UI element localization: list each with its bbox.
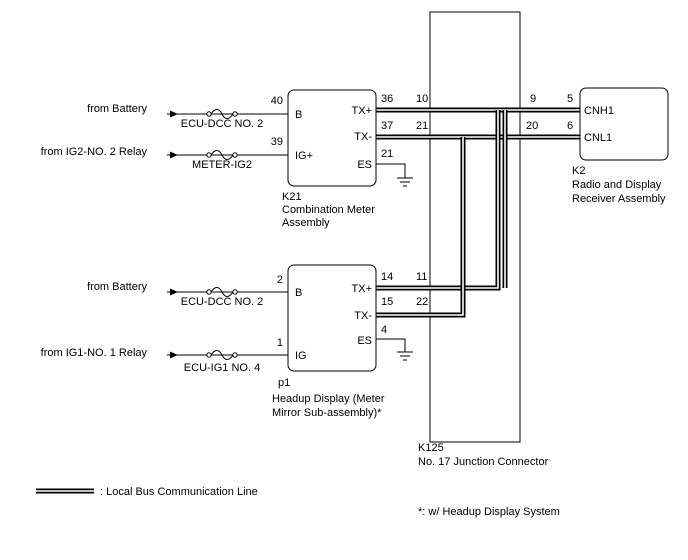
k125-pin-number: 20: [526, 120, 538, 132]
pin-number: 1: [277, 337, 283, 349]
pin-label: TX+: [352, 105, 372, 117]
ground-icon: [397, 177, 413, 187]
footnote: *: w/ Headup Display System: [418, 506, 560, 518]
source-label: from Battery: [87, 103, 147, 115]
k21-combination-meter-box: [287, 89, 377, 187]
arrow-icon: [170, 288, 178, 296]
bus-lines: [375, 107, 580, 318]
ground-icon: [397, 351, 413, 361]
k21-pin-labels: B IG+ TX+ TX- ES: [295, 105, 372, 171]
k125-code: K125: [418, 442, 444, 454]
p1-battery-circuit: from Battery ECU-DCC NO. 2 2: [87, 274, 288, 308]
bus-p1-txp: [375, 110, 501, 291]
k2-pin-number: 5: [567, 93, 573, 105]
pin-number: 21: [381, 148, 393, 160]
pin-number: 40: [271, 95, 283, 107]
fuse-icon: [210, 350, 234, 360]
k125-pin-number: 22: [416, 296, 428, 308]
p1-headup-display-box: [287, 264, 377, 372]
source-label: from IG1-NO. 1 Relay: [41, 347, 148, 359]
k2-pin-label: CNL1: [584, 132, 612, 144]
legend-label: : Local Bus Communication Line: [100, 486, 258, 498]
arrow-icon: [170, 110, 178, 118]
fuse-label: ECU-IG1 NO. 4: [184, 362, 260, 374]
source-label: from Battery: [87, 281, 147, 293]
pin-label: IG: [295, 350, 307, 362]
terminal-icon: [206, 352, 212, 358]
pin-label: IG+: [295, 150, 313, 162]
terminal-icon: [206, 152, 212, 158]
p1-name-line1: Headup Display (Meter: [272, 393, 385, 405]
p1-code: p1: [278, 377, 290, 389]
k2-name-line2: Receiver Assembly: [572, 193, 666, 205]
fuse-label: ECU-DCC NO. 2: [181, 118, 264, 130]
k2-radio-receiver-box: [579, 87, 669, 161]
k125-pin-number: 9: [530, 93, 536, 105]
pin-label: ES: [357, 159, 372, 171]
fuse-icon: [210, 287, 234, 297]
arrow-icon: [170, 151, 178, 159]
pin-number: 14: [381, 271, 393, 283]
terminal-icon: [206, 289, 212, 295]
terminal-icon: [232, 152, 238, 158]
pin-label: TX-: [354, 310, 372, 322]
pin-number: 39: [271, 136, 283, 148]
k21-name-line2: Assembly: [282, 217, 330, 229]
terminal-icon: [206, 111, 212, 117]
p1-ground: [376, 338, 413, 361]
pin-number: 2: [277, 274, 283, 286]
p1-ig-circuit: from IG1-NO. 1 Relay ECU-IG1 NO. 4 1: [41, 337, 288, 374]
pin-number: 37: [381, 120, 393, 132]
p1-name-line2: Mirror Sub-assembly)*: [272, 407, 382, 419]
fuse-icon: [210, 150, 234, 160]
k21-ground: [376, 163, 413, 187]
k125-pin-number: 10: [416, 93, 428, 105]
pin-number: 4: [381, 324, 387, 336]
pin-label: ES: [357, 335, 372, 347]
pin-label: B: [295, 287, 302, 299]
k125-pin-number: 21: [416, 120, 428, 132]
k21-battery-circuit: from Battery ECU-DCC NO. 2 40: [87, 95, 288, 130]
fuse-icon: [210, 109, 234, 119]
terminal-icon: [232, 352, 238, 358]
k2-pin-number: 6: [567, 120, 573, 132]
pin-label: TX+: [352, 283, 372, 295]
pin-number: 36: [381, 93, 393, 105]
legend: : Local Bus Communication Line: [36, 486, 258, 498]
k21-code: K21: [282, 191, 302, 203]
terminal-icon: [232, 111, 238, 117]
k125-pin-number: 11: [416, 271, 427, 283]
pin-label: TX-: [354, 131, 372, 143]
k21-ig-circuit: from IG2-NO. 2 Relay METER-IG2 39: [41, 136, 288, 171]
source-label: from IG2-NO. 2 Relay: [41, 146, 148, 158]
k21-name-line1: Combination Meter: [282, 204, 375, 216]
arrow-icon: [170, 351, 178, 359]
k2-name-line1: Radio and Display: [572, 179, 662, 191]
k2-code: K2: [572, 165, 585, 177]
k2-pin-label: CNH1: [584, 105, 614, 117]
terminal-icon: [232, 289, 238, 295]
pin-number: 15: [381, 296, 393, 308]
p1-pin-labels: B IG TX+ TX- ES: [295, 283, 372, 362]
fuse-label: METER-IG2: [192, 159, 252, 171]
bus-p1-txn: [375, 137, 466, 318]
k125-name: No. 17 Junction Connector: [418, 456, 549, 468]
pin-label: B: [295, 109, 302, 121]
fuse-label: ECU-DCC NO. 2: [181, 296, 264, 308]
